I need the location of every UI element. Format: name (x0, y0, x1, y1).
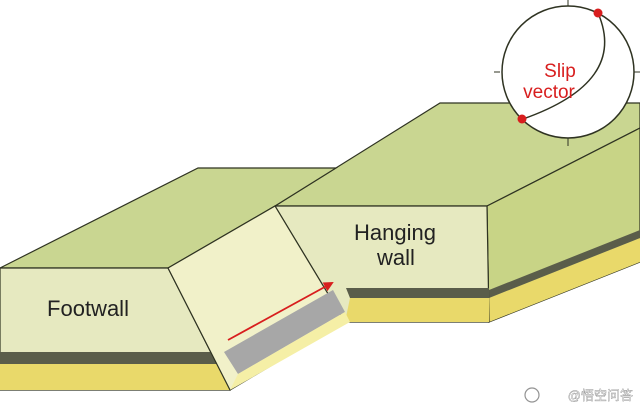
hanging-wall-right-dark-band (489, 230, 640, 298)
stereonet (494, 0, 640, 146)
hanging-wall-label-line1: Hanging (354, 220, 436, 245)
watermark-text: @悟空问答 (568, 388, 633, 403)
fault-plane-lower-band (230, 312, 350, 390)
great-circle-arc (522, 12, 606, 120)
slip-vector-label-line1: Slip (544, 61, 576, 82)
fault-plane-gray-band (224, 290, 345, 374)
footwall-label: Footwall (47, 296, 129, 321)
footwall-dark-band (0, 352, 220, 364)
hanging-wall-label-line2: wall (376, 245, 415, 270)
slip-point-bottom (517, 114, 527, 124)
slip-point-top (593, 8, 603, 18)
hanging-wall-right-yellow-band (489, 238, 640, 322)
hanging-wall-yellow-band (345, 298, 489, 322)
footwall-yellow-band (0, 364, 230, 390)
hanging-wall-dark-band (346, 288, 489, 298)
slip-arrow (227, 282, 334, 341)
watermark-icon (524, 387, 540, 403)
slip-vector-label-line2: vector (523, 82, 575, 103)
